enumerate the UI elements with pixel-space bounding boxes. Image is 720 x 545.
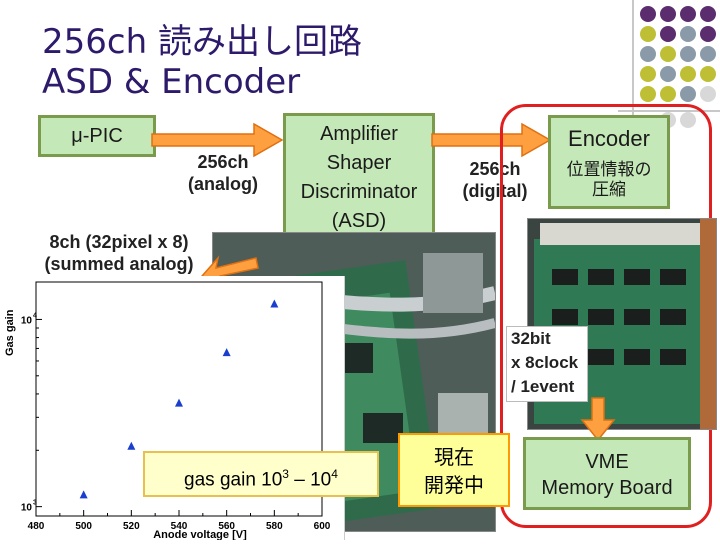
y-tick-exponent: 3 — [33, 500, 37, 507]
dot — [680, 86, 696, 102]
x-axis-label: Anode voltage [V] — [153, 529, 247, 540]
dot — [640, 6, 656, 22]
y-tick-label: 10 — [21, 315, 33, 326]
x-tick-label: 500 — [75, 521, 92, 532]
analog-label-line1: 256ch — [197, 152, 249, 172]
vme-line1: VME — [585, 451, 629, 473]
dot — [700, 6, 716, 22]
dot — [660, 66, 676, 82]
summed-label-line2: (summed analog) — [44, 254, 194, 274]
arrow-to-vme — [580, 397, 616, 442]
x-tick-label: 600 — [314, 521, 331, 532]
dot — [680, 66, 696, 82]
x-tick-label: 560 — [218, 521, 235, 532]
bits-label-line1: 32bit — [511, 329, 551, 348]
title-line-1: 256ch 読み出し回路 — [42, 22, 362, 62]
dev-line1: 現在 — [434, 445, 474, 469]
bits-label-line3: / 1event — [511, 377, 575, 396]
dot — [660, 6, 676, 22]
data-point — [270, 299, 279, 308]
upic-label: μ-PIC — [71, 125, 123, 147]
dot — [660, 46, 676, 62]
digital-label: 256ch (digital) — [450, 158, 540, 202]
x-tick-label: 480 — [28, 521, 45, 532]
arrow-digital — [431, 122, 552, 158]
dot — [700, 86, 716, 102]
divider-line — [618, 110, 720, 112]
upic-block: μ-PIC — [38, 115, 156, 157]
title-line-2: ASD & Encoder — [42, 62, 301, 102]
dot — [700, 66, 716, 82]
dot — [660, 86, 676, 102]
data-point — [222, 348, 231, 357]
dot — [660, 26, 676, 42]
asd-line4: (ASD) — [331, 210, 387, 232]
divider-line — [632, 0, 634, 128]
decorative-dot-grid — [618, 0, 720, 130]
x-tick-label: 580 — [266, 521, 283, 532]
x-tick-label: 540 — [171, 521, 188, 532]
data-point — [79, 490, 88, 499]
gas-gain-chart: Gas gain Anode voltage [V] 480 500 520 540 5… — [0, 276, 345, 541]
gas-gain-exp2: 4 — [331, 467, 338, 481]
digital-label-line2: (digital) — [462, 181, 528, 201]
gas-gain-dash: – 10 — [288, 469, 332, 491]
encoder-title: Encoder — [568, 126, 650, 151]
vme-block: VME Memory Board — [523, 437, 691, 510]
bits-label-box: 32bit x 8clock / 1event — [506, 326, 588, 402]
y-tick-exponent: 4 — [33, 312, 37, 319]
dot — [640, 26, 656, 42]
summed-label-line1: 8ch (32pixel x 8) — [49, 232, 189, 252]
encoder-sub-line1: 位置情報の — [566, 160, 652, 180]
y-tick-label: 10 — [21, 503, 33, 514]
x-tick-label: 520 — [123, 521, 140, 532]
data-point — [175, 398, 183, 407]
digital-label-line1: 256ch — [469, 159, 521, 179]
vme-line2: Memory Board — [541, 477, 673, 499]
arrow-analog — [151, 122, 284, 158]
asd-block: Amplifier Shaper Discriminator (ASD) — [283, 113, 435, 243]
dot — [640, 66, 656, 82]
encoder-sub-line2: 圧縮 — [592, 180, 626, 200]
dot — [640, 86, 656, 102]
under-development-box: 現在 開発中 — [398, 433, 510, 507]
encoder-block: Encoder 位置情報の 圧縮 — [548, 115, 670, 209]
bits-label-line2: x 8clock — [511, 353, 579, 372]
dev-line2: 開発中 — [424, 473, 484, 497]
chart-svg: Gas gain Anode voltage [V] 480 500 520 540 5… — [4, 281, 331, 541]
analog-label: 256ch (analog) — [178, 151, 268, 195]
gas-gain-exp1: 3 — [282, 467, 289, 481]
asd-line1: Amplifier — [320, 123, 398, 145]
data-point — [127, 441, 136, 450]
asd-line3: Discriminator — [300, 181, 418, 203]
gas-gain-text: gas gain 10 — [184, 469, 283, 491]
slide-title: 256ch 読み出し回路 ASD & Encoder — [42, 22, 602, 102]
dot — [640, 46, 656, 62]
dot — [680, 6, 696, 22]
y-axis-label: Gas gain — [4, 309, 16, 356]
dot — [700, 46, 716, 62]
dot — [680, 46, 696, 62]
asd-line2: Shaper — [326, 152, 392, 174]
summed-label: 8ch (32pixel x 8) (summed analog) — [26, 231, 212, 275]
dot — [680, 26, 696, 42]
dot — [700, 26, 716, 42]
analog-label-line2: (analog) — [188, 174, 258, 194]
gas-gain-note: gas gain 103 – 104 — [143, 451, 379, 497]
